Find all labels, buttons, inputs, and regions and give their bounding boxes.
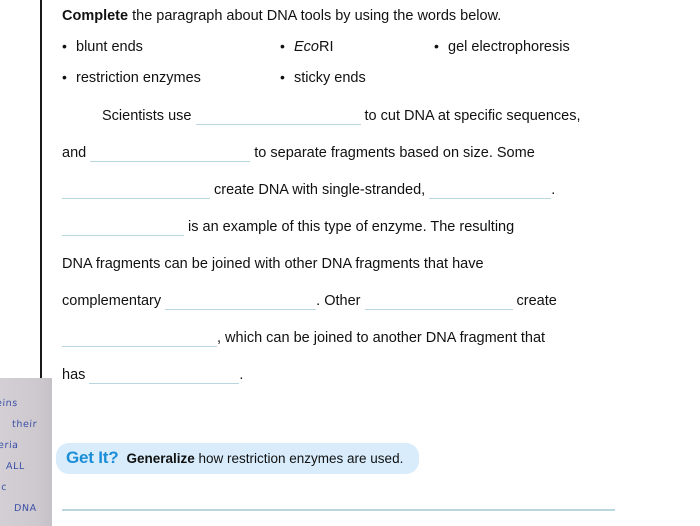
bullet-icon: • (434, 38, 439, 54)
word-bank-label-italic: Eco (294, 39, 319, 55)
paragraph-line: has . (62, 366, 682, 403)
get-it-label: Get It? (66, 448, 119, 467)
word-bank-label: gel electrophoresis (448, 39, 570, 55)
bullet-icon: • (280, 69, 285, 85)
paragraph-line: DNA fragments can be joined with other D… (62, 255, 682, 292)
get-it-answer-line[interactable] (62, 509, 615, 511)
paragraph-text: has (62, 367, 90, 383)
note-line-2: eria (0, 440, 19, 451)
answer-blank[interactable] (90, 144, 251, 162)
paragraph-text: . Other (316, 293, 365, 309)
bullet-icon: • (280, 38, 285, 54)
answer-blank[interactable] (62, 329, 217, 347)
fill-in-paragraph: Scientists use to cut DNA at specific se… (62, 107, 682, 403)
bullet-icon: • (62, 38, 67, 54)
paragraph-text: , which can be joined to another DNA fra… (217, 330, 546, 346)
paragraph-text: to separate fragments based on size. Som… (250, 145, 535, 161)
word-bank-item-sticky-ends[interactable]: • sticky ends (280, 68, 366, 87)
word-bank-label: sticky ends (294, 70, 366, 86)
paragraph-line: and to separate fragments based on size.… (62, 144, 682, 181)
word-bank-item-restriction-enzymes[interactable]: • restriction enzymes (62, 68, 201, 87)
paragraph-line: , which can be joined to another DNA fra… (62, 329, 682, 366)
instruction-directive: Complete (62, 8, 129, 24)
note-line-0: eins (0, 398, 19, 409)
paragraph-line: Scientists use to cut DNA at specific se… (62, 107, 682, 144)
instruction-prompt: Complete the paragraph about DNA tools b… (62, 0, 682, 25)
word-bank-label: blunt ends (76, 39, 143, 55)
paragraph-text: create (512, 293, 557, 309)
answer-blank[interactable] (165, 292, 317, 310)
bullet-icon: • (62, 69, 67, 85)
handwritten-note-surface: eins their eria ALL ic DNA (0, 378, 52, 526)
worksheet-content: Complete the paragraph about DNA tools b… (62, 0, 682, 403)
word-bank-label-roman: RI (319, 39, 334, 55)
word-bank-label: restriction enzymes (76, 70, 201, 86)
answer-blank[interactable] (62, 218, 184, 236)
get-it-banner: Get It? Generalize how restriction enzyme… (56, 443, 420, 474)
paragraph-text: . (239, 367, 244, 383)
note-line-1: their (11, 419, 38, 430)
get-it-task-rest: how restriction enzymes are used. (194, 451, 404, 466)
instruction-rest: the paragraph about DNA tools by using t… (128, 8, 502, 24)
handwritten-note-panel: eins their eria ALL ic DNA (0, 378, 52, 526)
paragraph-text: Scientists use (102, 108, 196, 124)
word-bank-item-gel-electrophoresis[interactable]: • gel electrophoresis (434, 37, 570, 56)
paragraph-line: create DNA with single-stranded, . (62, 181, 682, 218)
word-bank-item-blunt-ends[interactable]: • blunt ends (62, 37, 143, 56)
get-it-task: Generalize how restriction enzymes are u… (126, 451, 403, 466)
paragraph-text: complementary (62, 293, 166, 309)
answer-blank[interactable] (195, 107, 361, 125)
note-line-4: ic (0, 482, 8, 493)
paragraph-line: complementary . Other create (62, 292, 682, 329)
page-margin-rule (40, 0, 42, 378)
paragraph-text: . (551, 182, 556, 198)
paragraph-text: create DNA with single-stranded, (210, 182, 430, 198)
note-line-5: DNA (13, 503, 38, 514)
answer-blank[interactable] (364, 292, 513, 310)
paragraph-text: and (62, 145, 91, 161)
get-it-task-directive: Generalize (126, 451, 195, 466)
paragraph-text: DNA fragments can be joined with other D… (62, 256, 484, 272)
word-bank: •blunt ends •EcoRI •gel electrophoresis … (62, 37, 682, 93)
answer-blank[interactable] (89, 366, 240, 384)
paragraph-text: is an example of this type of enzyme. Th… (184, 219, 515, 235)
paragraph-line: is an example of this type of enzyme. Th… (62, 218, 682, 255)
answer-blank[interactable] (62, 181, 210, 199)
word-bank-item-ecori[interactable]: • EcoRI (280, 37, 334, 56)
paragraph-text: to cut DNA at specific sequences, (360, 108, 581, 124)
answer-blank[interactable] (429, 181, 552, 199)
get-it-section: Get It? Generalize how restriction enzyme… (56, 443, 506, 474)
note-line-3: ALL (5, 461, 26, 472)
